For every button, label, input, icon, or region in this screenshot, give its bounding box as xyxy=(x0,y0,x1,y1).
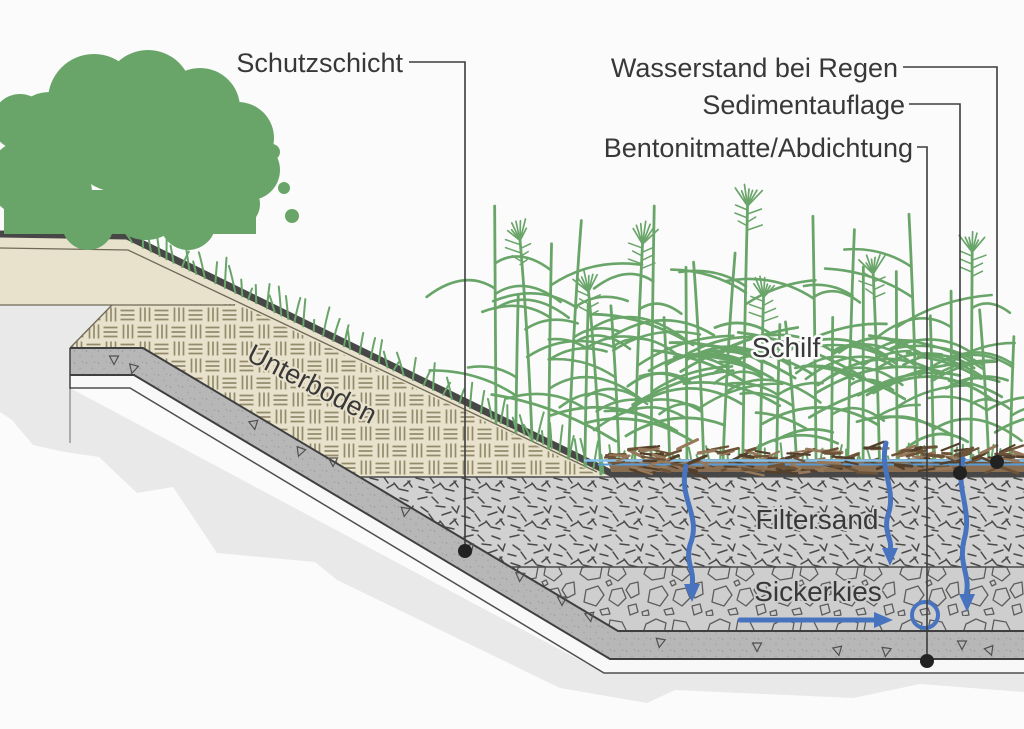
surface-liner-line xyxy=(0,230,1024,478)
dot-schutzschicht xyxy=(458,544,472,558)
drainage-pipe-circle xyxy=(910,600,940,630)
leader-wasserstand xyxy=(903,66,998,462)
protection-layer-band xyxy=(70,348,1024,659)
unterboden-hatch xyxy=(70,304,600,477)
leader-bentonitmatte xyxy=(917,146,928,661)
label-sedimentauflage: Sedimentauflage xyxy=(702,90,905,120)
dot-sedimentauflage xyxy=(953,466,967,480)
label-sickerkies: Sickerkies xyxy=(754,576,882,607)
arrowhead-2 xyxy=(882,548,898,566)
sediment-twigs-top xyxy=(603,446,1020,476)
arrowhead-4 xyxy=(874,612,893,628)
leader-lines xyxy=(409,61,998,661)
label-schilf: Schilf xyxy=(752,332,821,363)
dot-wasserstand xyxy=(990,455,1004,469)
infiltration-arrow-1 xyxy=(681,463,696,589)
bank-bush xyxy=(0,50,299,250)
label-bentonitmatte: Bentonitmatte/Abdichtung xyxy=(604,133,913,163)
infiltration-arrow-2 xyxy=(881,440,894,553)
leader-dots xyxy=(458,455,1004,668)
band-triangle-marks xyxy=(108,355,994,658)
leader-schutzschicht xyxy=(409,61,466,551)
dot-bentonitmatte xyxy=(920,654,934,668)
earth-mass xyxy=(0,305,1024,703)
label-schutzschicht: Schutzschicht xyxy=(236,48,403,78)
bentonite-liner-strip xyxy=(70,375,1024,673)
layer-boundary-lines xyxy=(0,247,1024,674)
water-flow-arrows xyxy=(681,440,975,630)
slope-grass xyxy=(124,222,605,475)
reed-plants xyxy=(425,183,1024,476)
label-filtersand: Filtersand xyxy=(756,504,879,535)
sickerkies-layer xyxy=(510,567,1024,631)
arrowhead-1 xyxy=(684,584,700,602)
arrowhead-3 xyxy=(959,594,975,612)
infiltration-arrow-3 xyxy=(958,456,970,599)
label-wasserstand: Wasserstand bei Regen xyxy=(611,53,898,83)
leader-sedimentauflage xyxy=(909,103,961,473)
